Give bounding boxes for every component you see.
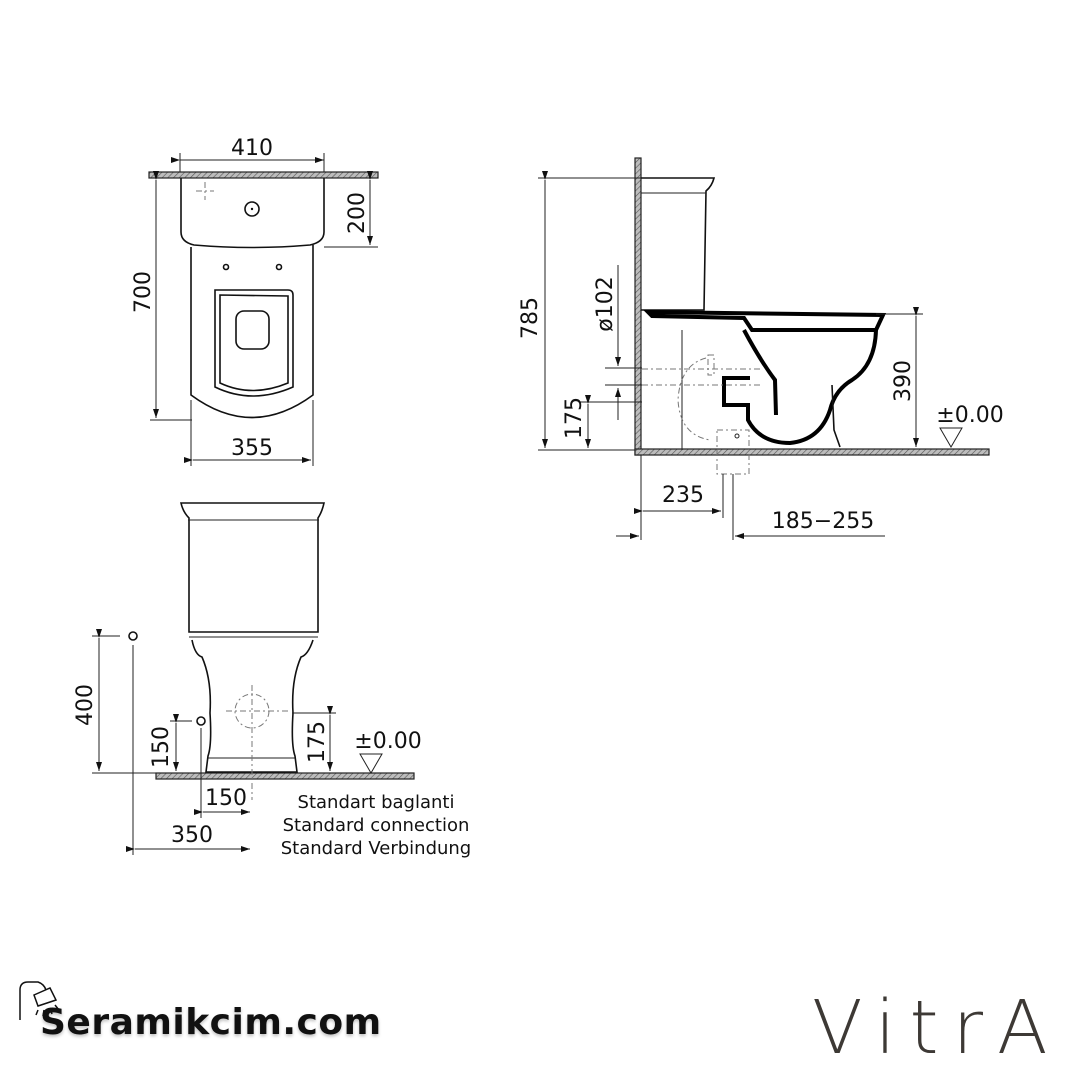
- side-view: 785 ø102 175 390 ±0.00 235 185−255: [518, 157, 1004, 540]
- dim-seat-height: 390: [891, 360, 916, 402]
- dim-outlet-diameter: ø102: [593, 276, 618, 331]
- dim-outlet-height: 175: [562, 397, 587, 439]
- dim-355: 355: [231, 436, 273, 461]
- top-view: 410 200 700 355: [131, 136, 379, 466]
- wall-section: [634, 157, 642, 456]
- note-de: Standard Verbindung: [281, 838, 472, 859]
- dim-connection-offset: 150: [205, 786, 247, 811]
- wall-section: [148, 171, 379, 179]
- dim-connection-distance: 350: [171, 823, 213, 848]
- level-marker-icon: [939, 427, 963, 448]
- floor-level-label: ±0.00: [936, 403, 1003, 428]
- floor-section: [634, 448, 990, 456]
- note-tr: Standart baglanti: [298, 792, 455, 813]
- shower-head-icon: [19, 981, 60, 1020]
- front-view: 400 150 175 ±0.00 150 350 Standart bagla…: [73, 502, 472, 859]
- dim-785: 785: [518, 297, 543, 339]
- dim-front-outlet-height: 175: [305, 721, 330, 763]
- dim-410: 410: [231, 136, 273, 161]
- floor-section: [155, 772, 415, 780]
- front-floor-level-label: ±0.00: [354, 729, 421, 754]
- site-logo: Seramikcim.com: [40, 1002, 382, 1043]
- dim-200: 200: [345, 192, 370, 234]
- dim-700: 700: [131, 271, 156, 313]
- dim-wall-to-outlet: 235: [662, 483, 704, 508]
- note-en: Standard connection: [283, 815, 470, 836]
- vitra-logo: VitrA: [812, 985, 1062, 1071]
- level-marker-icon: [359, 753, 383, 774]
- dim-outlet-range: 185−255: [772, 509, 874, 534]
- dim-inlet-height: 400: [73, 684, 98, 726]
- dim-water-connection-height: 150: [149, 726, 174, 768]
